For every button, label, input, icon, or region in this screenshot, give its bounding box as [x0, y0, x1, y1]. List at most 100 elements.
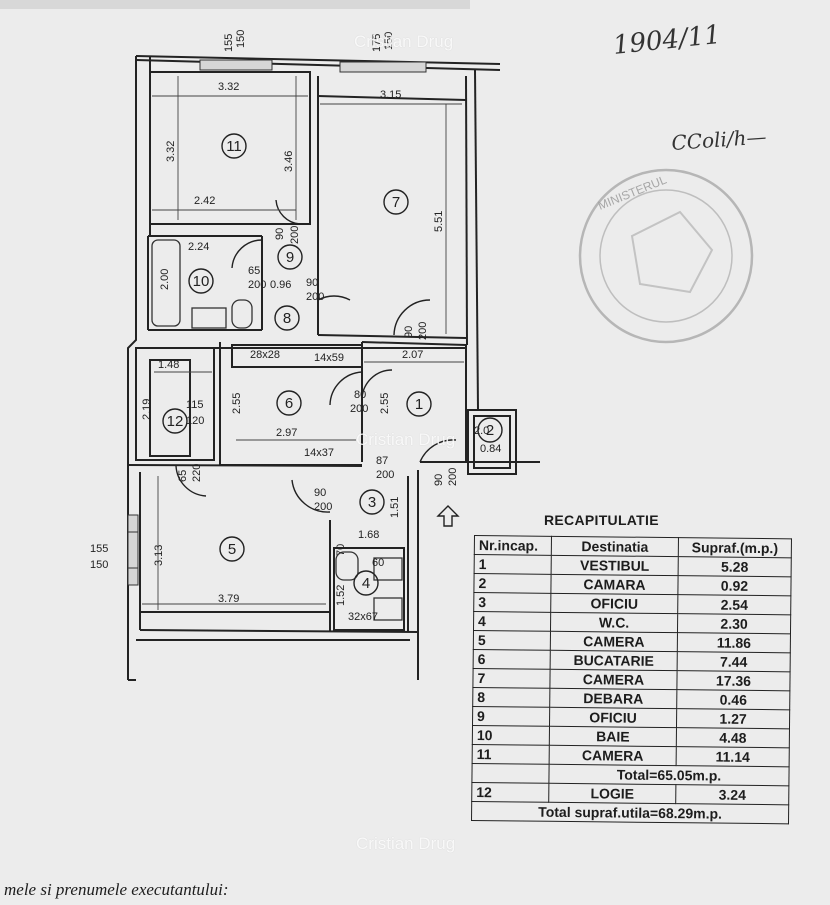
- cell-surface: 5.28: [678, 556, 792, 577]
- entrance-arrow-icon: [436, 505, 460, 527]
- dim-label: 150: [90, 559, 108, 571]
- room-number: 12: [167, 413, 184, 430]
- dim-label: 14x59: [314, 352, 344, 364]
- room-number: 8: [283, 310, 291, 327]
- room-number-labels: 11 7 9 10 8 12 6 1 2 3 5 4: [167, 138, 495, 592]
- dim-label: 3.46: [283, 151, 295, 172]
- dim-label: 200: [306, 291, 324, 303]
- cell-surface: 2.54: [677, 594, 791, 615]
- header-destination: Destinatia: [551, 536, 679, 557]
- cell-surface: 11.86: [677, 632, 791, 653]
- cell-nr: 10: [472, 725, 550, 746]
- cell-nr: 3: [473, 592, 551, 613]
- dim-label: 2.55: [231, 393, 243, 414]
- dim-label: 200: [350, 403, 368, 415]
- dim-label: 2.0: [474, 425, 489, 437]
- cell-destination: LOGIE: [548, 783, 676, 804]
- cell-nr: 8: [472, 687, 550, 708]
- top-shadow: [0, 0, 470, 9]
- watermark: Cristian Drug: [356, 834, 456, 853]
- room-number: 5: [228, 541, 236, 558]
- dim-label: 200: [248, 279, 266, 291]
- dim-label: 2.00: [159, 269, 171, 290]
- cell-nr: 9: [472, 706, 550, 727]
- dim-label: 155: [90, 543, 108, 555]
- cell-nr: 2: [473, 573, 552, 594]
- dim-label: 3.32: [218, 81, 239, 93]
- cell-nr: 7: [472, 668, 551, 689]
- dim-label: 0.84: [480, 443, 501, 455]
- cell-empty: [471, 763, 550, 784]
- room-number: 11: [226, 138, 242, 155]
- cell-destination: VESTIBUL: [551, 555, 679, 576]
- dim-label: 200: [314, 501, 332, 513]
- dim-label: 5.51: [433, 211, 445, 232]
- cell-destination: CAMERA: [550, 631, 678, 652]
- dim-label: 2.55: [379, 393, 391, 414]
- dim-label: 90: [306, 277, 318, 289]
- dim-label: 200: [376, 469, 394, 481]
- dim-label: 70: [335, 544, 347, 556]
- cell-surface: 17.36: [676, 670, 791, 691]
- total-util-row: Total supraf.utila=68.29m.p.: [471, 801, 789, 824]
- dim-label: 200: [289, 226, 301, 244]
- dim-label: 175: [371, 34, 383, 52]
- fixtures: [151, 239, 403, 621]
- dimension-labels: 155 150 175 150 3.32 3.15 3.32 3.46 5.51…: [90, 30, 501, 623]
- dim-label: 2.42: [194, 195, 215, 207]
- cell-destination: CAMERA: [549, 669, 678, 690]
- watermark: Cristian Drug: [356, 430, 456, 449]
- cell-nr: 11: [472, 744, 550, 765]
- cell-destination: CAMARA: [550, 574, 679, 595]
- dim-label: 14x37: [304, 447, 334, 459]
- dim-label: 200: [417, 322, 429, 340]
- dim-label: 60: [372, 557, 384, 569]
- dim-label: 2.24: [188, 241, 209, 253]
- dim-label: 200: [447, 468, 459, 486]
- window-marks: [127, 59, 427, 586]
- cell-destination: W.C.: [550, 612, 678, 633]
- dim-label: 90: [433, 474, 445, 486]
- door-arcs: [175, 199, 457, 513]
- room-number: 9: [286, 249, 294, 266]
- cell-destination: CAMERA: [549, 745, 677, 766]
- cell-surface: 0.92: [677, 575, 792, 596]
- dim-label: 3.79: [218, 593, 239, 605]
- dim-label: 80: [354, 389, 366, 401]
- header-nr: Nr.incap.: [474, 535, 552, 556]
- cell-destination: BAIE: [549, 726, 677, 747]
- room-number: 7: [392, 194, 400, 211]
- dim-label: 65: [177, 470, 189, 482]
- dim-label: 150: [383, 32, 395, 50]
- cell-surface: 2.30: [677, 613, 791, 634]
- room-circles: [162, 133, 503, 596]
- dim-label: 155: [223, 34, 235, 52]
- dim-label: 120: [186, 415, 204, 427]
- room-number: 2: [486, 422, 494, 439]
- dim-label: 1.48: [158, 359, 179, 371]
- room-number: 1: [415, 396, 423, 413]
- cell-surface: 4.48: [676, 727, 790, 748]
- dim-label: 65: [248, 265, 260, 277]
- cell-destination: OFICIU: [550, 593, 678, 614]
- dim-label: 28x28: [250, 349, 280, 361]
- dim-label: 2.97: [276, 427, 297, 439]
- cell-surface: 3.24: [675, 784, 789, 805]
- dim-label: 3.13: [153, 545, 165, 566]
- dim-label: 1.52: [335, 585, 347, 606]
- dim-label: 220: [191, 464, 203, 482]
- total-value: Total=65.05m.p.: [548, 764, 790, 786]
- cell-nr: 1: [474, 554, 552, 575]
- dim-label: 1.68: [358, 529, 379, 541]
- cell-destination: DEBARA: [549, 688, 677, 709]
- dim-label: 2.19: [141, 399, 153, 420]
- room-number: 10: [193, 273, 210, 290]
- dim-label: 90: [314, 487, 326, 499]
- room-number: 4: [362, 575, 370, 592]
- cell-surface: 7.44: [677, 651, 791, 672]
- dim-label: 32x67: [348, 611, 378, 623]
- dim-label: 3.15: [380, 89, 401, 101]
- dim-label: 115: [186, 399, 204, 411]
